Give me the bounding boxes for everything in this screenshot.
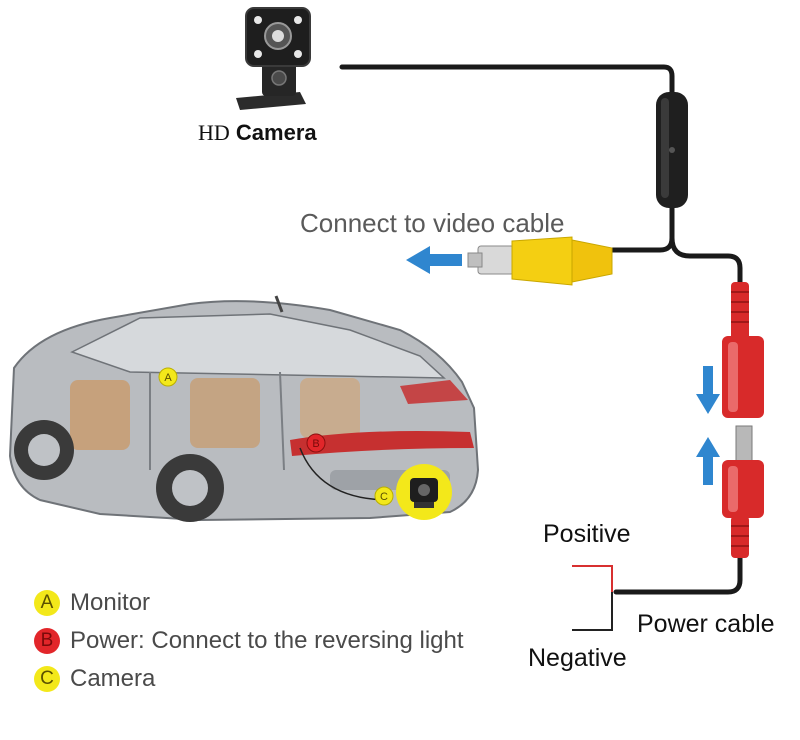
positive-wire xyxy=(572,565,613,592)
hd-camera-image xyxy=(236,7,311,110)
legend-item-camera: C Camera xyxy=(34,660,464,698)
legend: A Monitor B Power: Connect to the revers… xyxy=(34,584,464,698)
negative-label: Negative xyxy=(528,644,627,672)
car-marker-a: A xyxy=(158,367,178,387)
hd-prefix: HD xyxy=(198,120,230,145)
video-direction-arrow xyxy=(406,246,462,274)
legend-text-monitor: Monitor xyxy=(70,589,151,616)
legend-badge-c: C xyxy=(34,666,60,692)
legend-badge-b: B xyxy=(34,628,60,654)
svg-text:B: B xyxy=(312,438,319,450)
car-camera-inset xyxy=(396,464,452,520)
svg-text:A: A xyxy=(164,372,172,384)
legend-text-camera: Camera xyxy=(70,665,156,692)
power-connector-male xyxy=(722,425,764,558)
power-connector-female xyxy=(722,282,764,418)
svg-text:C: C xyxy=(380,491,388,503)
main-cable xyxy=(339,64,743,595)
connector-down-arrow xyxy=(696,366,720,414)
hd-camera-label: HD Camera xyxy=(198,120,317,146)
legend-item-monitor: A Monitor xyxy=(34,584,464,622)
camera-word: Camera xyxy=(235,120,317,145)
power-cable-label: Power cable xyxy=(637,610,775,638)
car-marker-c: C xyxy=(374,486,394,506)
rca-video-plug xyxy=(467,236,613,286)
car-illustration xyxy=(8,295,480,522)
cable-inline-module xyxy=(656,92,688,208)
legend-item-power: B Power: Connect to the reversing light xyxy=(34,622,464,660)
positive-label: Positive xyxy=(543,520,631,548)
video-cable-label: Connect to video cable xyxy=(300,208,565,238)
legend-badge-a: A xyxy=(34,590,60,616)
negative-wire xyxy=(572,592,613,631)
connector-up-arrow xyxy=(696,437,720,485)
legend-text-power: Power: Connect to the reversing light xyxy=(70,627,464,654)
car-marker-b: B xyxy=(306,433,326,453)
